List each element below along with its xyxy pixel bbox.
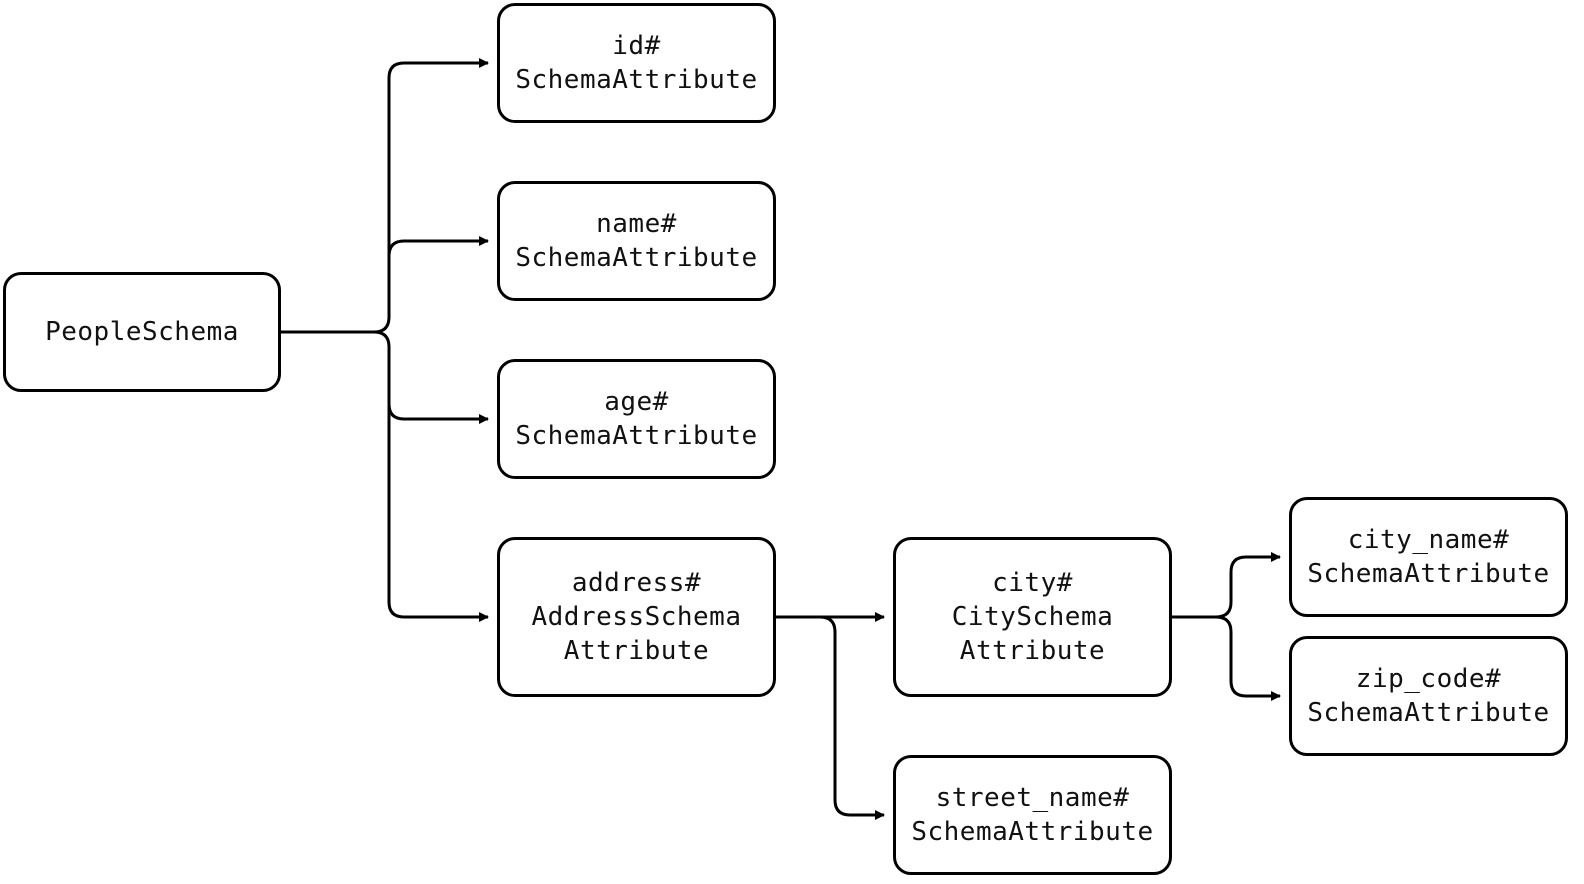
node-label-line: PeopleSchema <box>45 317 239 347</box>
node-label-line: city# <box>992 568 1073 598</box>
edge-city-zip <box>1172 615 1281 701</box>
node-label-line: street_name# <box>935 783 1130 813</box>
edge-address-street <box>776 615 885 820</box>
node-label-line: SchemaAttribute <box>515 421 758 451</box>
node-label-line: zip_code# <box>1355 664 1502 694</box>
node-label-line: CitySchema <box>951 602 1114 632</box>
edge-people-name <box>387 236 489 257</box>
node-label-line: Attribute <box>959 636 1106 666</box>
node-city-name-attribute: city_name# SchemaAttribute <box>1289 497 1568 617</box>
node-city-attribute: city# CitySchema Attribute <box>893 537 1172 697</box>
edge-people-age <box>387 347 489 424</box>
edge-people-id <box>281 58 489 334</box>
node-label-line: name# <box>596 209 677 239</box>
edge-people-address <box>281 330 489 622</box>
node-label-line: city_name# <box>1347 525 1510 555</box>
node-label-line: SchemaAttribute <box>515 243 758 273</box>
node-id-attribute: id# SchemaAttribute <box>497 3 776 123</box>
node-age-attribute: age# SchemaAttribute <box>497 359 776 479</box>
node-street-name-attribute: street_name# SchemaAttribute <box>893 755 1172 875</box>
edge-city-cityname <box>1172 552 1281 619</box>
node-people-schema: PeopleSchema <box>3 272 281 392</box>
node-label-line: address# <box>571 568 702 598</box>
node-zip-code-attribute: zip_code# SchemaAttribute <box>1289 636 1568 756</box>
node-label-line: age# <box>604 387 669 417</box>
node-label-line: SchemaAttribute <box>1307 559 1550 589</box>
node-label-line: SchemaAttribute <box>1307 698 1550 728</box>
node-label-line: SchemaAttribute <box>515 65 758 95</box>
node-label-line: SchemaAttribute <box>911 817 1154 847</box>
node-address-attribute: address# AddressSchema Attribute <box>497 537 776 697</box>
node-label-line: id# <box>612 31 661 61</box>
node-name-attribute: name# SchemaAttribute <box>497 181 776 301</box>
node-label-line: AddressSchema <box>531 602 742 632</box>
node-label-line: Attribute <box>563 636 710 666</box>
